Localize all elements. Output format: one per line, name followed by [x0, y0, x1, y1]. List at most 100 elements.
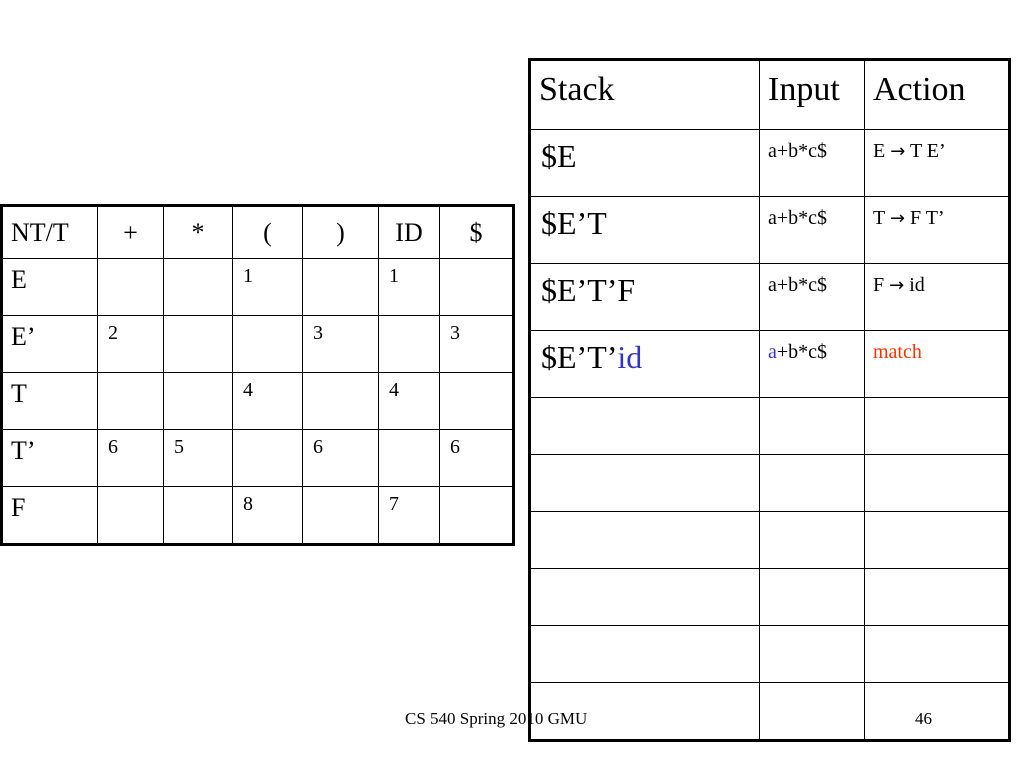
- parse-cell: 6: [97, 429, 164, 487]
- trace-input: a+b*c$: [759, 129, 865, 197]
- trace-action: [864, 682, 1010, 741]
- trace-input: [759, 568, 865, 626]
- parse-cell: [97, 258, 164, 316]
- stack-text: $E’T: [541, 205, 607, 241]
- input-text: a+b*c$: [768, 274, 828, 296]
- parse-cell: [163, 372, 233, 430]
- input-text: a+b*c$: [768, 140, 828, 162]
- parse-cell: [302, 372, 379, 430]
- parse-row-nt: T’: [1, 429, 98, 487]
- parse-cell: 4: [232, 372, 303, 430]
- parse-row-nt: E: [1, 258, 98, 316]
- parse-header-dollar: $: [439, 205, 514, 259]
- trace-stack: $E’T’id: [529, 330, 760, 398]
- parse-cell: [97, 486, 164, 545]
- table-row: T’ 6 5 6 6: [1, 429, 514, 487]
- trace-input: [759, 682, 865, 741]
- parse-cell: [302, 486, 379, 545]
- parse-cell: [439, 258, 514, 316]
- trace-header-action: Action: [864, 59, 1010, 130]
- trace-stack: [529, 625, 760, 683]
- right-arrow-icon: →: [889, 275, 905, 296]
- input-highlight: a: [768, 341, 777, 363]
- parse-cell: 3: [439, 315, 514, 373]
- parse-table: NT/T + * ( ) ID $ E 1 1 E’ 2 3 3 T: [0, 204, 515, 546]
- table-row: [529, 454, 1010, 512]
- trace-action: [864, 568, 1010, 626]
- parse-cell: [163, 486, 233, 545]
- parse-row-nt: F: [1, 486, 98, 545]
- trace-input: [759, 397, 865, 455]
- parse-header-id: ID: [378, 205, 440, 259]
- parse-cell: 3: [302, 315, 379, 373]
- parse-cell: [163, 258, 233, 316]
- table-row: [529, 397, 1010, 455]
- trace-action: F → id: [864, 263, 1010, 331]
- action-rhs: F T’: [909, 207, 945, 229]
- trace-input: a+b*c$: [759, 330, 865, 398]
- footer-text: CS 540 Spring 2010 GMU: [405, 709, 588, 728]
- trace-action: [864, 454, 1010, 512]
- parse-header-star: *: [163, 205, 233, 259]
- trace-action: [864, 511, 1010, 569]
- table-row: [529, 511, 1010, 569]
- action-lhs: T: [873, 207, 885, 229]
- table-row: $E’T’id a+b*c$ match: [529, 330, 1010, 398]
- parse-cell: 8: [232, 486, 303, 545]
- trace-header-input: Input: [759, 59, 865, 130]
- stack-text: $E: [541, 138, 577, 174]
- trace-stack: $E’T: [529, 196, 760, 264]
- parse-cell: 1: [232, 258, 303, 316]
- right-arrow-icon: →: [889, 208, 905, 229]
- table-row: $E a+b*c$ E → T E’: [529, 129, 1010, 197]
- parse-cell: 6: [439, 429, 514, 487]
- input-text: a+b*c$: [768, 207, 828, 229]
- parse-cell: 4: [378, 372, 440, 430]
- slide-number: 46: [915, 709, 932, 728]
- trace-header-stack: Stack: [529, 59, 760, 130]
- parse-header-nt: NT/T: [1, 205, 98, 259]
- parse-header-plus: +: [97, 205, 164, 259]
- trace-stack: [529, 682, 760, 741]
- trace-action: [864, 625, 1010, 683]
- parse-cell: 7: [378, 486, 440, 545]
- table-row: [529, 625, 1010, 683]
- table-row: T 4 4: [1, 372, 514, 430]
- trace-action: E → T E’: [864, 129, 1010, 197]
- parse-cell: 2: [97, 315, 164, 373]
- trace-stack: $E’T’F: [529, 263, 760, 331]
- action-rhs: id: [909, 274, 925, 296]
- parse-cell: 6: [302, 429, 379, 487]
- parse-cell: [163, 315, 233, 373]
- trace-table: Stack Input Action $E a+b*c$ E → T E’ $E…: [528, 58, 1011, 742]
- trace-stack: $E: [529, 129, 760, 197]
- trace-stack: [529, 568, 760, 626]
- trace-stack: [529, 511, 760, 569]
- trace-table-header-row: Stack Input Action: [529, 59, 1010, 130]
- action-rhs: T E’: [909, 140, 946, 162]
- parse-cell: [97, 372, 164, 430]
- action-text: match: [873, 341, 922, 363]
- trace-input: [759, 454, 865, 512]
- parse-cell: [378, 429, 440, 487]
- trace-input: [759, 511, 865, 569]
- trace-input: [759, 625, 865, 683]
- trace-action: match: [864, 330, 1010, 398]
- parse-header-rparen: ): [302, 205, 379, 259]
- parse-cell: [302, 258, 379, 316]
- trace-input: a+b*c$: [759, 263, 865, 331]
- input-text: +b*c$: [776, 341, 828, 363]
- parse-cell: [439, 372, 514, 430]
- action-lhs: E: [873, 140, 886, 162]
- parse-cell: 1: [378, 258, 440, 316]
- stack-text: $E’T’: [541, 339, 618, 375]
- table-row: E 1 1: [1, 258, 514, 316]
- trace-action: T → F T’: [864, 196, 1010, 264]
- trace-input: a+b*c$: [759, 196, 865, 264]
- table-row: [529, 568, 1010, 626]
- stack-text: $E’T’F: [541, 272, 636, 308]
- stack-highlight: id: [617, 339, 643, 375]
- parse-cell: [232, 315, 303, 373]
- parse-cell: [232, 429, 303, 487]
